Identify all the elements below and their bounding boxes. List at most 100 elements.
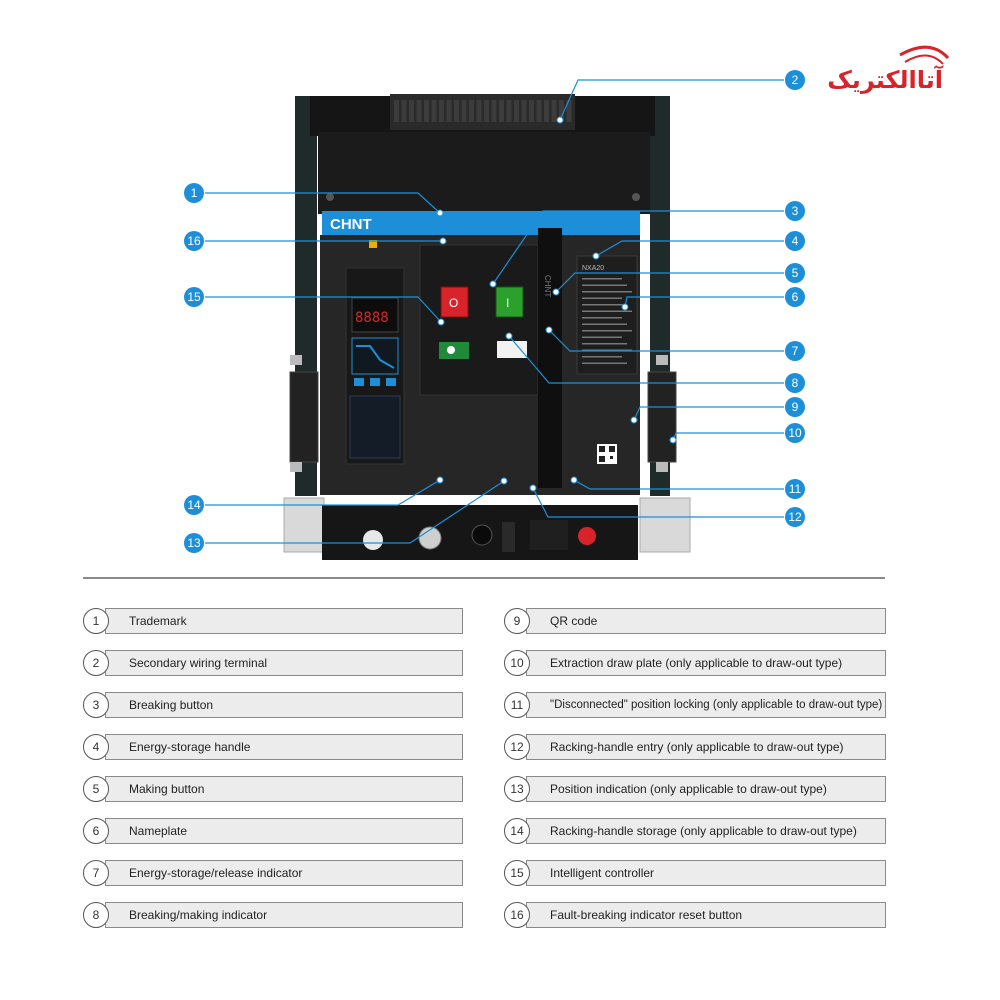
leader-line-12 [532, 487, 784, 518]
leader-line-8 [508, 335, 784, 384]
leader-dot-4 [592, 252, 600, 260]
legend-number: 4 [83, 734, 109, 760]
leader-dot-10 [669, 436, 677, 444]
leader-dot-14 [436, 476, 444, 484]
close-symbol: I [506, 296, 509, 310]
leader-dot-9 [630, 416, 638, 424]
leader-dot-3 [489, 280, 497, 288]
terminal-pin [424, 100, 429, 122]
legend-label: Extraction draw plate (only applicable t… [526, 650, 886, 676]
controller-key[interactable] [370, 378, 380, 386]
legend-label: Making button [105, 776, 463, 802]
breaker-diagram: CHNT 8888 O I CHNT NXA20 [184, 45, 950, 560]
leader-dot-12 [529, 484, 537, 492]
extraction-draw-plate-right[interactable] [647, 371, 677, 463]
callout-1: 1 [184, 183, 204, 203]
terminal-pin [566, 100, 572, 122]
intelligent-controller: 8888 [345, 267, 405, 465]
callout-number: 10 [788, 426, 802, 440]
legend-label: Energy-storage/release indicator [105, 860, 463, 886]
nameplate-line [582, 278, 622, 280]
callout-number: 4 [792, 234, 799, 248]
breaking-button[interactable]: O [440, 286, 469, 318]
terminal-pin [431, 100, 437, 122]
controller-key[interactable] [386, 378, 396, 386]
callout-number: 13 [187, 536, 201, 550]
callout-circle [785, 341, 805, 361]
energy-storage-handle[interactable] [538, 228, 562, 488]
legend-number: 1 [83, 608, 109, 634]
callout-number: 12 [788, 510, 802, 524]
legend-number: 13 [504, 776, 530, 802]
leader-dot-15 [437, 318, 445, 326]
callout-circle [785, 201, 805, 221]
legend-item-13: Position indication (only applicable to … [504, 776, 886, 804]
leader-line-15 [205, 296, 442, 323]
leader-dot-2 [556, 116, 564, 124]
leader-line-3 [492, 210, 784, 285]
fault-reset-button[interactable] [369, 240, 377, 248]
disconnected-lock[interactable] [502, 522, 515, 552]
position-indicator-knob[interactable] [418, 526, 442, 550]
callout-circle [184, 533, 204, 553]
nameplate-model: NXA20 [582, 265, 604, 272]
draw-out-base [322, 505, 638, 560]
racking-handle-storage[interactable] [363, 530, 383, 550]
open-symbol: O [449, 296, 458, 310]
company-logo: آتاالکتریک [827, 45, 950, 94]
callout-number: 14 [187, 498, 201, 512]
callout-number: 11 [789, 482, 802, 496]
nameplate-line [582, 297, 622, 299]
terminal-pin [394, 100, 399, 122]
legend-label: Racking-handle entry (only applicable to… [526, 734, 886, 760]
terminal-pin [514, 100, 519, 122]
callout-circle [785, 423, 805, 443]
terminal-pin [484, 100, 489, 122]
legend-item-12: Racking-handle entry (only applicable to… [504, 734, 886, 762]
callout-7: 7 [785, 341, 805, 361]
legend-number: 14 [504, 818, 530, 844]
callout-14: 14 [184, 495, 204, 515]
leader-line-9 [633, 406, 784, 421]
legend-number: 11 [504, 692, 530, 718]
controller-display: 8888 [355, 310, 389, 326]
legend-label: Intelligent controller [526, 860, 886, 886]
legend-label: Breaking button [105, 692, 463, 718]
leader-dot-1 [436, 209, 444, 217]
racking-handle-entry[interactable] [471, 524, 493, 546]
callout-circle [785, 507, 805, 527]
callout-number: 3 [792, 204, 799, 218]
terminal-pin [499, 100, 504, 122]
legend-item-11: "Disconnected" position locking (only ap… [504, 692, 886, 720]
terminal-pin [521, 100, 527, 122]
nameplate: NXA20 [576, 255, 638, 375]
leader-line-4 [595, 240, 784, 257]
controller-key[interactable] [354, 378, 364, 386]
terminal-pin [446, 100, 452, 122]
legend-label: Secondary wiring terminal [105, 650, 463, 676]
callout-number: 2 [792, 73, 799, 87]
indicator-dot [447, 346, 455, 354]
upper-body [318, 132, 650, 214]
terminal-pin [559, 100, 564, 122]
extraction-draw-plate-left[interactable] [289, 371, 319, 463]
legend-label: "Disconnected" position locking (only ap… [526, 692, 886, 718]
base-rail-right [639, 497, 691, 553]
callout-6: 6 [785, 287, 805, 307]
leader-line-11 [573, 479, 784, 490]
callout-2: 2 [785, 70, 805, 90]
legend-number: 10 [504, 650, 530, 676]
button-panel [419, 244, 539, 396]
terminal-pin [416, 100, 422, 122]
legend-number: 8 [83, 902, 109, 928]
base-red-button[interactable] [578, 527, 596, 545]
leader-dot-8 [505, 332, 513, 340]
callout-5: 5 [785, 263, 805, 283]
legend-label: Energy-storage handle [105, 734, 463, 760]
making-button[interactable]: I [495, 286, 524, 318]
